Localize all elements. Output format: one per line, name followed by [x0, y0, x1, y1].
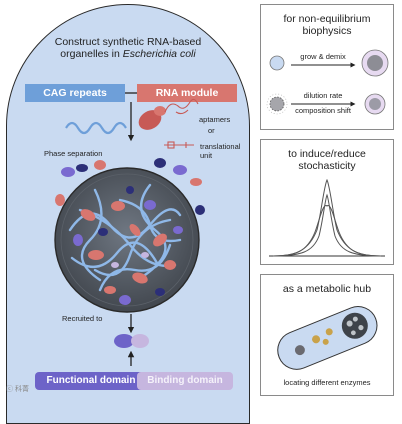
metabolic-diagram — [277, 306, 378, 370]
recruited-to-label: Recruited to — [62, 314, 103, 323]
rna-module-label: RNA module — [137, 84, 237, 102]
watermark: ⓒ 科菁 — [6, 385, 29, 393]
cell-title-line1: Construct synthetic RNA-based — [54, 36, 202, 48]
dilution-rate-label: dilution rate — [303, 91, 343, 100]
cell-diagram — [54, 92, 205, 366]
translational-unit-icon — [164, 141, 194, 149]
cag-repeats-label: CAG repeats — [25, 84, 125, 102]
surrounding-blobs — [55, 158, 205, 215]
aptamer-strand — [164, 98, 199, 115]
module-connector — [125, 92, 137, 142]
cell-title: Construct synthetic RNA-based organelles… — [30, 36, 226, 60]
biophysics-diagram — [266, 49, 389, 115]
biophysics-panel: for non-equilibrium biophysics grow & de… — [260, 4, 394, 130]
grow-demix-label: grow & demix — [300, 52, 346, 61]
stochasticity-panel: to induce/reduce stochasticity — [260, 139, 394, 265]
metabolic-caption: locating different enzymes — [283, 378, 371, 387]
metabolic-hub-panel: as a metabolic hub locating different en… — [260, 274, 394, 396]
aptamers-label: aptamers — [199, 115, 231, 124]
binding-domain-label: Binding domain — [137, 372, 233, 390]
distribution-curves — [269, 178, 385, 257]
translational-unit-label: translational unit — [200, 142, 241, 160]
cag-strand — [65, 121, 127, 135]
rna-module-blob — [138, 106, 166, 130]
or-label: or — [208, 126, 215, 135]
recruited-protein — [114, 334, 149, 348]
stochasticity-title: to induce/reduce stochasticity — [288, 148, 366, 173]
biophysics-title: for non-equilibrium biophysics — [283, 13, 371, 38]
rna-droplet — [54, 167, 200, 313]
functional-domain-label: Functional domain — [35, 372, 147, 390]
metabolic-title: as a metabolic hub — [282, 283, 372, 295]
cell-title-species: Escherichia coli — [122, 48, 196, 61]
cell-title-line2: organelles in — [60, 48, 123, 61]
composition-shift-label: composition shift — [295, 106, 351, 115]
phase-separation-label: Phase separation — [44, 149, 103, 158]
